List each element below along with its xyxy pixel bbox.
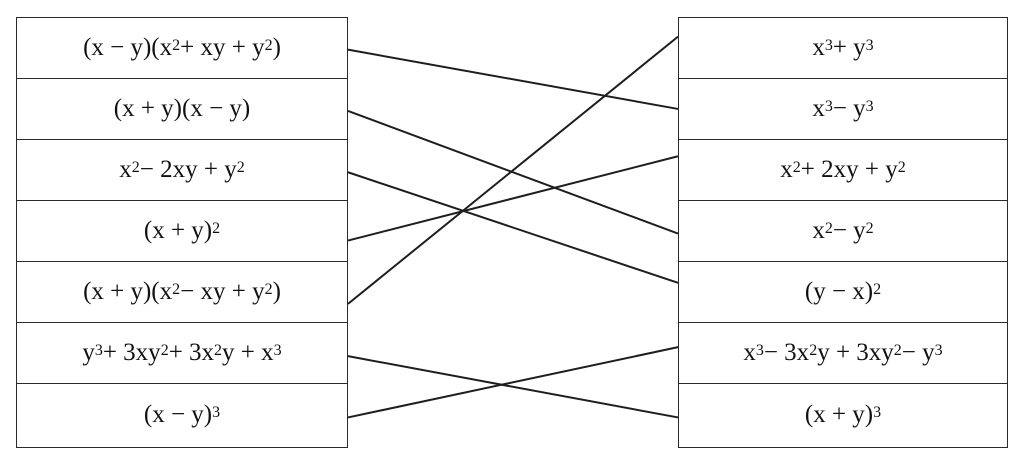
exponent: 2	[172, 37, 181, 54]
exponent: 3	[873, 403, 882, 421]
expression-text: − 2xy + y	[139, 156, 237, 183]
exponent: 2	[897, 159, 906, 176]
left-cell-2: (x + y)(x − y)	[17, 79, 347, 140]
expression-text: (x − y)(x	[83, 34, 173, 61]
expression-text: )	[272, 34, 281, 61]
exponent: 2	[131, 159, 140, 176]
expression-text: x	[780, 156, 793, 183]
exponent: 2	[160, 342, 169, 359]
expression-text: y	[82, 339, 95, 366]
left-cell-4: (x + y)2	[17, 201, 347, 262]
exponent: 3	[824, 98, 833, 115]
expression-text: − y	[832, 217, 866, 244]
expression-text: − y	[832, 95, 866, 122]
exponent: 2	[873, 281, 882, 298]
exponent: 3	[824, 37, 833, 54]
exponent: 2	[893, 342, 902, 359]
exponent: 3	[755, 342, 764, 359]
expression-text: )	[272, 278, 281, 305]
exponent: 2	[792, 159, 801, 176]
left-cell-7: (x − y)3	[17, 384, 347, 445]
exponent: 3	[865, 37, 874, 54]
expression-text: + 3xy	[102, 339, 161, 366]
expression-text: (x + y)(x − y)	[113, 95, 251, 122]
expression-text: (x − y)	[143, 400, 213, 428]
exponent: 2	[264, 37, 273, 54]
connection-line-6-to-7	[347, 355, 679, 419]
connection-line-3-to-5	[347, 171, 679, 284]
exponent: 2	[824, 220, 833, 237]
expression-text: (x + y)	[143, 217, 213, 244]
expression-text: + 2xy + y	[800, 156, 898, 183]
connection-line-2-to-4	[347, 110, 679, 235]
connection-line-7-to-6	[347, 346, 679, 419]
expression-text: − xy + y	[180, 278, 265, 305]
exponent: 3	[212, 403, 221, 421]
exponent: 2	[865, 220, 874, 237]
expression-text: x	[812, 217, 825, 244]
right-cell-7: (x + y)3	[679, 384, 1007, 445]
expression-text: y + 3xy	[817, 339, 894, 366]
exponent: 3	[273, 342, 282, 359]
expression-text: (x + y)	[804, 400, 874, 428]
connection-line-5-to-1	[347, 35, 679, 305]
expression-text: (y − x)	[804, 278, 874, 305]
connection-line-1-to-2	[347, 48, 679, 110]
exponent: 2	[236, 159, 245, 176]
exponent: 3	[94, 342, 103, 359]
exponent: 2	[214, 342, 223, 359]
expression-text: y + x	[222, 339, 274, 366]
exponent: 3	[934, 342, 943, 359]
exponent: 3	[865, 98, 874, 115]
exponent: 2	[264, 281, 273, 298]
expression-text: x	[743, 339, 756, 366]
exponent: 2	[172, 281, 181, 298]
exponent: 2	[212, 220, 221, 237]
expression-text: + y	[832, 34, 866, 61]
expression-text: x	[812, 34, 825, 61]
expression-text: − y	[901, 339, 935, 366]
expression-text: − 3x	[763, 339, 810, 366]
right-cell-5: (y − x)2	[679, 262, 1007, 323]
expression-text: + 3x	[168, 339, 215, 366]
expression-text: + xy + y	[180, 34, 265, 61]
expression-text: x	[119, 156, 132, 183]
expression-text: x	[812, 95, 825, 122]
expression-text: (x + y)(x	[83, 278, 173, 305]
connection-line-4-to-3	[347, 155, 679, 242]
exponent: 2	[809, 342, 818, 359]
